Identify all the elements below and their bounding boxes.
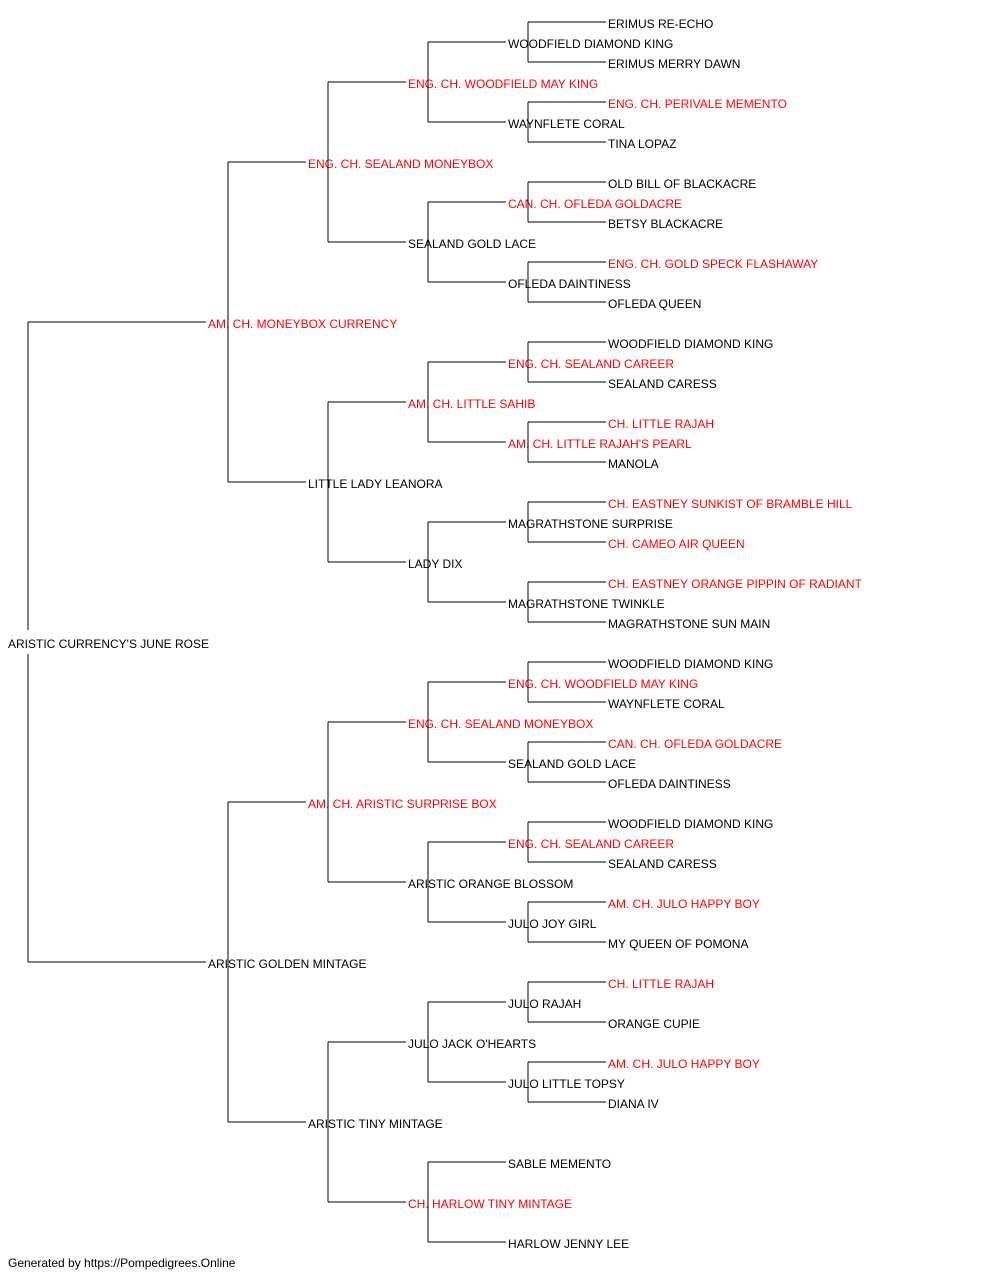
pedigree-entry: CH. EASTNEY ORANGE PIPPIN OF RADIANT bbox=[608, 577, 862, 591]
pedigree-entry: AM. CH. LITTLE RAJAH'S PEARL bbox=[508, 437, 692, 451]
pedigree-entry: CAN. CH. OFLEDA GOLDACRE bbox=[508, 197, 682, 211]
pedigree-entry: SABLE MEMENTO bbox=[508, 1157, 611, 1171]
pedigree-entry: AM. CH. JULO HAPPY BOY bbox=[608, 897, 760, 911]
pedigree-entry: CH. HARLOW TINY MINTAGE bbox=[408, 1197, 572, 1211]
pedigree-entry: ENG. CH. SEALAND CAREER bbox=[508, 837, 674, 851]
pedigree-entry: ENG. CH. WOODFIELD MAY KING bbox=[408, 77, 598, 91]
pedigree-entry: SEALAND CARESS bbox=[608, 857, 717, 871]
pedigree-entry: SEALAND CARESS bbox=[608, 377, 717, 391]
pedigree-entry: AM. CH. LITTLE SAHIB bbox=[408, 397, 535, 411]
pedigree-entry: CH. EASTNEY SUNKIST OF BRAMBLE HILL bbox=[608, 497, 853, 511]
pedigree-entry: MAGRATHSTONE SUN MAIN bbox=[608, 617, 770, 631]
pedigree-entry: OLD BILL OF BLACKACRE bbox=[608, 177, 756, 191]
pedigree-entry: CH. CAMEO AIR QUEEN bbox=[608, 537, 745, 551]
pedigree-entry: ERIMUS RE-ECHO bbox=[608, 17, 713, 31]
pedigree-entry: ARISTIC ORANGE BLOSSOM bbox=[408, 877, 573, 891]
pedigree-entry: DIANA IV bbox=[608, 1097, 659, 1111]
pedigree-entry: MAGRATHSTONE TWINKLE bbox=[508, 597, 665, 611]
footer-credit: Generated by https://Pompedigrees.Online bbox=[8, 1256, 236, 1270]
pedigree-entry: OFLEDA DAINTINESS bbox=[508, 277, 631, 291]
pedigree-entry: WAYNFLETE CORAL bbox=[608, 697, 725, 711]
pedigree-entry: MAGRATHSTONE SURPRISE bbox=[508, 517, 673, 531]
pedigree-entry: ENG. CH. SEALAND MONEYBOX bbox=[308, 157, 493, 171]
pedigree-entry: HARLOW JENNY LEE bbox=[508, 1237, 629, 1251]
pedigree-entry: ENG. CH. SEALAND MONEYBOX bbox=[408, 717, 593, 731]
pedigree-entry: ORANGE CUPIE bbox=[608, 1017, 700, 1031]
pedigree-entry: ENG. CH. WOODFIELD MAY KING bbox=[508, 677, 698, 691]
pedigree-entry: ERIMUS MERRY DAWN bbox=[608, 57, 740, 71]
pedigree-entry: JULO LITTLE TOPSY bbox=[508, 1077, 625, 1091]
pedigree-entry: OFLEDA DAINTINESS bbox=[608, 777, 731, 791]
pedigree-entry: ENG. CH. SEALAND CAREER bbox=[508, 357, 674, 371]
pedigree-entry: ARISTIC TINY MINTAGE bbox=[308, 1117, 443, 1131]
pedigree-entry: ARISTIC GOLDEN MINTAGE bbox=[208, 957, 366, 971]
pedigree-entry: CAN. CH. OFLEDA GOLDACRE bbox=[608, 737, 782, 751]
pedigree-entry: ENG. CH. PERIVALE MEMENTO bbox=[608, 97, 787, 111]
pedigree-entry: CH. LITTLE RAJAH bbox=[608, 417, 714, 431]
pedigree-entry: JULO JOY GIRL bbox=[508, 917, 597, 931]
pedigree-entry: OFLEDA QUEEN bbox=[608, 297, 701, 311]
pedigree-entry: LADY DIX bbox=[408, 557, 462, 571]
pedigree-entry: ENG. CH. GOLD SPECK FLASHAWAY bbox=[608, 257, 818, 271]
pedigree-entry: MY QUEEN OF POMONA bbox=[608, 937, 748, 951]
pedigree-entry: BETSY BLACKACRE bbox=[608, 217, 723, 231]
pedigree-entry: WOODFIELD DIAMOND KING bbox=[508, 37, 673, 51]
pedigree-entry: JULO JACK O'HEARTS bbox=[408, 1037, 536, 1051]
pedigree-entry: AM. CH. ARISTIC SURPRISE BOX bbox=[308, 797, 497, 811]
pedigree-entry: LITTLE LADY LEANORA bbox=[308, 477, 443, 491]
pedigree-entry: SEALAND GOLD LACE bbox=[408, 237, 536, 251]
pedigree-entry: WOODFIELD DIAMOND KING bbox=[608, 337, 773, 351]
pedigree-entry: AM. CH. MONEYBOX CURRENCY bbox=[208, 317, 397, 331]
pedigree-entry: JULO RAJAH bbox=[508, 997, 581, 1011]
pedigree-entry: TINA LOPAZ bbox=[608, 137, 676, 151]
pedigree-entry: WAYNFLETE CORAL bbox=[508, 117, 625, 131]
pedigree-entry: WOODFIELD DIAMOND KING bbox=[608, 657, 773, 671]
pedigree-entry: WOODFIELD DIAMOND KING bbox=[608, 817, 773, 831]
pedigree-entry: AM. CH. JULO HAPPY BOY bbox=[608, 1057, 760, 1071]
pedigree-entry: SEALAND GOLD LACE bbox=[508, 757, 636, 771]
pedigree-entry: CH. LITTLE RAJAH bbox=[608, 977, 714, 991]
pedigree-entry: MANOLA bbox=[608, 457, 659, 471]
pedigree-entry: ARISTIC CURRENCY'S JUNE ROSE bbox=[8, 637, 209, 651]
